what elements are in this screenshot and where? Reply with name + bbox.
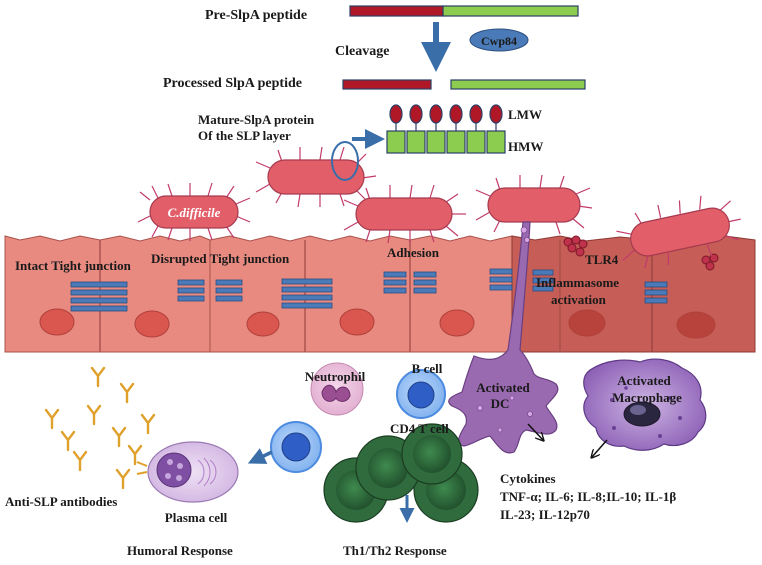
b-cell-label: B cell: [412, 361, 443, 376]
activated-dendritic-cell: Activated DC: [448, 221, 559, 454]
activated-macrophage: Activated Macrophage: [583, 358, 707, 451]
activated-dc-label-1: Activated: [476, 380, 530, 395]
humoral-response-label: Humoral Response: [127, 543, 233, 558]
pre-slpa-lmw-segment: [349, 5, 444, 17]
inflammasome-label-2: activation: [551, 292, 607, 307]
cytokines-list-2: IL-23; IL-12p70: [500, 507, 590, 522]
dc-cytokine-arrow: [527, 423, 543, 440]
bacterium-top: [255, 146, 377, 208]
c-difficile-bacterium: C.difficile: [137, 182, 251, 241]
mature-slpa-label-1: Mature-SlpA protein: [198, 112, 315, 127]
epithelial-layer: Intact Tight junction Disrupted Tight ju…: [4, 235, 756, 353]
disrupted-tight-junction-label: Disrupted Tight junction: [151, 251, 290, 266]
hmw-label: HMW: [508, 139, 543, 154]
cwp84-label: Cwp84: [481, 34, 517, 48]
activated-macrophage-label-1: Activated: [617, 373, 671, 388]
cwp84-protease: [469, 28, 529, 52]
adhesion-label: Adhesion: [387, 245, 440, 260]
pre-slpa-label: Pre-SlpA peptide: [205, 8, 307, 23]
activated-b-cell: [270, 421, 322, 473]
anti-slp-antibodies: [44, 366, 156, 490]
cd4-t-cells: CD4 T cell: [323, 421, 479, 523]
pre-slpa-hmw-segment: [442, 5, 579, 17]
lmw-label: LMW: [508, 107, 542, 122]
macrophage-cytokine-arrow: [592, 439, 608, 457]
neutrophil-label: Neutrophil: [305, 369, 366, 384]
tight-junctions: [70, 268, 668, 312]
neutrophil: Neutrophil: [305, 362, 366, 416]
tlr4-receptor: [563, 235, 719, 271]
mature-slpa-label-2: Of the SLP layer: [198, 128, 291, 143]
c-difficile-label: C.difficile: [168, 205, 221, 220]
activated-dc-label-2: DC: [491, 396, 510, 411]
bcell-to-plasma-arrow: [247, 448, 273, 464]
bacterium-right: [616, 195, 741, 269]
th-response-label: Th1/Th2 Response: [343, 543, 447, 558]
bacterium-dc: [475, 174, 593, 235]
b-cell: B cell: [396, 361, 446, 419]
cytokines-list-1: TNF-α; IL-6; IL-8;IL-10; IL-1β: [500, 489, 676, 504]
cd4-t-cell-label: CD4 T cell: [390, 421, 449, 436]
processed-lmw-segment: [342, 79, 432, 90]
bacterium-adhesion: [343, 184, 466, 244]
bacteria: C.difficile: [137, 141, 741, 269]
processed-slpa-label: Processed SlpA peptide: [163, 76, 302, 91]
tlr4-label: TLR4: [585, 252, 619, 267]
slpa-processing-panel: Pre-SlpA peptide Cleavage Cwp84 Processe…: [163, 5, 586, 154]
cleavage-label: Cleavage: [335, 44, 389, 59]
processed-hmw-segment: [450, 79, 586, 90]
anti-slp-antibodies-label: Anti-SLP antibodies: [5, 494, 117, 509]
plasma-cell: Plasma cell: [136, 441, 239, 525]
inflammasome-label-1: Inflammasome: [536, 275, 619, 290]
cytokines-title: Cytokines: [500, 471, 556, 486]
intact-tight-junction-label: Intact Tight junction: [15, 258, 132, 273]
activated-macrophage-label-2: Macrophage: [612, 390, 682, 405]
slp-zoom-circle: [331, 141, 359, 181]
plasma-cell-label: Plasma cell: [165, 510, 228, 525]
slp-layer-complex: [386, 104, 506, 154]
